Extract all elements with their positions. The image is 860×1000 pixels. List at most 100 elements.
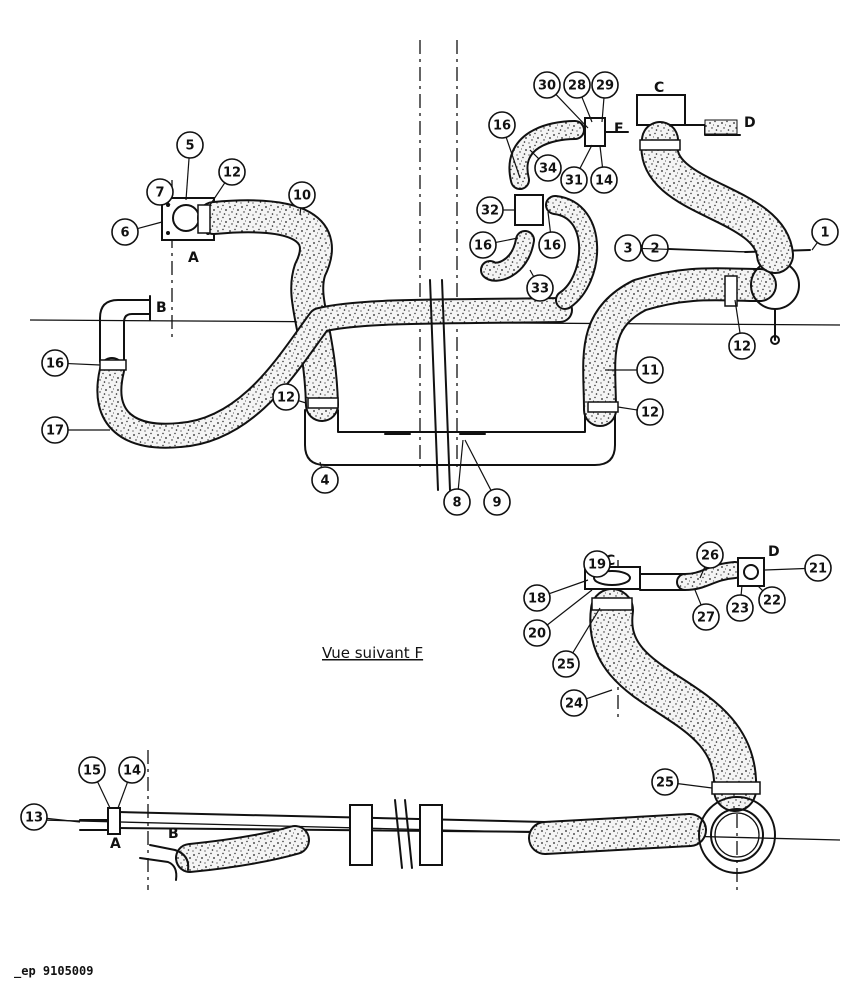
callout-leader [579, 144, 593, 169]
svg-text:26: 26 [701, 549, 719, 564]
callout-32: 32 [476, 196, 504, 224]
callout-leader [117, 781, 129, 809]
callout-leader [319, 461, 323, 468]
callout-leader [694, 589, 702, 606]
callout-leader [137, 221, 163, 230]
callout-31: 31 [560, 166, 588, 194]
callout-leader [46, 817, 81, 823]
callout-leader [586, 689, 613, 700]
letter-a: A [110, 836, 121, 852]
callout-leader [617, 406, 638, 411]
svg-text:28: 28 [568, 79, 586, 94]
svg-text:30: 30 [538, 79, 556, 94]
callout-29: 29 [591, 71, 619, 99]
callout-leader [740, 584, 743, 596]
callout-8: 8 [443, 488, 471, 516]
callout-16: 16 [488, 111, 516, 139]
pipe-b [99, 299, 151, 363]
svg-text:16: 16 [493, 119, 511, 134]
svg-text:16: 16 [543, 239, 561, 254]
callout-12: 12 [636, 398, 664, 426]
svg-text:21: 21 [809, 562, 827, 577]
view-title: Vue suivant F [322, 644, 423, 662]
svg-text:11: 11 [641, 364, 659, 379]
top-view [29, 40, 841, 491]
svg-text:34: 34 [539, 162, 557, 177]
svg-text:13: 13 [25, 811, 43, 826]
callout-33: 33 [526, 274, 554, 302]
svg-text:7: 7 [155, 186, 164, 201]
svg-text:16: 16 [474, 239, 492, 254]
callout-20: 20 [523, 619, 551, 647]
callout-leader [549, 579, 589, 595]
callout-22: 22 [758, 586, 786, 614]
callout-leader [529, 269, 535, 277]
callout-leader [581, 96, 593, 123]
letter-d: D [744, 115, 756, 131]
callout-leader [699, 566, 706, 579]
svg-text:15: 15 [83, 764, 101, 779]
callout-6: 6 [111, 218, 139, 246]
svg-text:18: 18 [528, 592, 546, 607]
callout-18: 18 [523, 584, 551, 612]
callout-17: 17 [41, 416, 69, 444]
callout-leader [185, 157, 190, 201]
callout-23: 23 [726, 594, 754, 622]
bottom-view [39, 557, 841, 890]
callout-11: 11 [636, 356, 664, 384]
callout-3: 3 [614, 234, 642, 262]
callout-16: 16 [469, 231, 497, 259]
callout-12: 12 [728, 332, 756, 360]
callout-leader [547, 211, 552, 233]
svg-text:16: 16 [46, 357, 64, 372]
callout-leader [601, 97, 605, 123]
callout-leader [555, 93, 589, 129]
callout-13: 13 [20, 803, 48, 831]
callout-leader [677, 783, 713, 789]
callout-26: 26 [696, 541, 724, 569]
callout-4: 4 [311, 466, 339, 494]
svg-text:25: 25 [557, 658, 575, 673]
callout-leader [546, 589, 593, 626]
letter-c: C [654, 80, 664, 96]
svg-text:9: 9 [492, 496, 501, 511]
callout-leader [599, 145, 604, 168]
svg-text:12: 12 [733, 340, 751, 355]
svg-text:19: 19 [588, 558, 606, 573]
svg-text:22: 22 [763, 594, 781, 609]
svg-text:14: 14 [123, 764, 141, 779]
svg-text:8: 8 [452, 496, 461, 511]
callout-10: 10 [288, 181, 316, 209]
callout-30: 30 [533, 71, 561, 99]
svg-text:23: 23 [731, 602, 749, 617]
callout-7: 7 [146, 178, 174, 206]
callout-leader [457, 439, 464, 490]
svg-text:12: 12 [277, 391, 295, 406]
svg-text:1: 1 [820, 226, 829, 241]
drawing-reference: _ep 9105009 [14, 964, 93, 979]
svg-text:14: 14 [595, 174, 613, 189]
svg-text:17: 17 [46, 424, 64, 439]
callout-leader [505, 137, 521, 179]
svg-text:27: 27 [697, 611, 715, 626]
callout-19: 19 [583, 550, 611, 578]
svg-text:20: 20 [528, 627, 546, 642]
callout-25: 25 [651, 768, 679, 796]
callout-leader [734, 299, 741, 334]
callout-14: 14 [590, 166, 618, 194]
callout-leader [764, 567, 806, 571]
callout-leader [67, 362, 101, 366]
callout-27: 27 [692, 603, 720, 631]
callout-16: 16 [41, 349, 69, 377]
callout-leader [209, 182, 226, 206]
callout-leader [97, 781, 111, 809]
svg-text:32: 32 [481, 204, 499, 219]
callout-12: 12 [272, 383, 300, 411]
letter-a: A [188, 250, 199, 266]
callout-16: 16 [538, 231, 566, 259]
callout-25: 25 [552, 650, 580, 678]
callout-1: 1 [811, 218, 839, 246]
flange-c [636, 94, 686, 126]
pipe-4 [304, 409, 616, 466]
